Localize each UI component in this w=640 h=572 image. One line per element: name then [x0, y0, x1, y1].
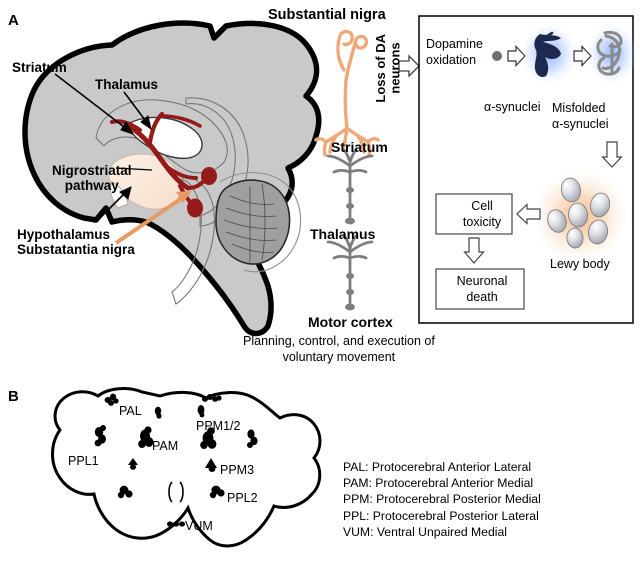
- label-cell-toxicity: Cell toxicity: [462, 199, 502, 230]
- leader-nigro: [115, 167, 153, 171]
- label-lewy-body: Lewy body: [550, 257, 610, 271]
- leader-thalamus-head: [140, 115, 152, 131]
- cluster-vum: [167, 521, 185, 527]
- molecular-panel-border: [418, 15, 634, 324]
- nigrostriatal-trunk: [125, 123, 191, 191]
- sagittal-brain-diagram: [22, 20, 322, 337]
- label-vum: VUM: [185, 519, 213, 533]
- esophageal-foramen-right: [179, 481, 184, 503]
- label-thalamus: Thalamus: [95, 77, 159, 92]
- label-dopamine-oxidation: Dopamine oxidation: [426, 37, 483, 68]
- arrow-synuclein-to-misfolded-icon: [573, 44, 592, 68]
- label-loss-of-da-neurons: Loss of DA neurons: [373, 34, 403, 103]
- label-striatum: Striatum: [12, 60, 67, 75]
- panel-a-letter: A: [8, 12, 19, 29]
- label-alpha-synuclei: α-synuclei: [484, 100, 541, 114]
- nigrostriatal-branch-fwd: [110, 119, 142, 132]
- cluster-pal-left: [104, 393, 119, 406]
- label-ppl1: PPL1: [68, 454, 99, 468]
- cluster-mid-left-small: [128, 458, 138, 470]
- ventricle-outline: [127, 116, 203, 160]
- dopaminergic-clusters: [94, 393, 258, 527]
- lewy-body-aggregate: [532, 170, 628, 262]
- cerebellum: [215, 172, 302, 273]
- motor-cortex-axon-boutons: [345, 273, 355, 311]
- hypothalamus-notch: [109, 181, 129, 209]
- nigrostriatal-pathway-drawing: [110, 111, 217, 218]
- nigrostriatal-branch-rear: [160, 114, 202, 128]
- label-ppl2: PPL2: [227, 491, 258, 505]
- legend-item-pam: PAM: Protocerebral Anterior Medial: [343, 476, 534, 491]
- label-ppm12: PPM1/2: [196, 419, 241, 433]
- cluster-ppm12: [200, 427, 217, 449]
- cerebellum-halo: [219, 172, 302, 273]
- cluster-pam: [138, 426, 154, 448]
- arrow-misfolded-to-lewy-icon: [601, 141, 623, 168]
- nigrostriatal-branch-lower: [164, 164, 198, 180]
- legend-item-ppm: PPM: Protocerebral Posterior Medial: [343, 492, 541, 507]
- thalamus-neuron-gray: [326, 148, 374, 224]
- legend-item-pal: PAL: Protocerebral Anterior Lateral: [343, 460, 532, 474]
- label-hypothalamus-substantia-nigra: Hypothalamus Substatantia nigra: [17, 227, 135, 258]
- label-pal: PAL: [119, 404, 142, 418]
- drosophila-brain-outline: [51, 387, 322, 548]
- arrow-toxicity-to-death-icon: [463, 237, 485, 264]
- dopamine-molecule-icon: [492, 51, 502, 61]
- cluster-ppm12-top: [202, 394, 222, 402]
- cluster-ppl2: [209, 485, 225, 499]
- da-neuron-orange: [314, 29, 380, 157]
- nigrostriatal-terminal-1: [201, 167, 217, 185]
- label-pam: PAM: [152, 439, 179, 453]
- panel-b-legend: PAL: Protocerebral Anterior Lateral PAM:…: [343, 459, 541, 540]
- leader-hypo: [95, 191, 127, 223]
- cell-toxicity-box: [435, 193, 513, 235]
- legend-item-ppl: PPL: Protocerebral Posterior Lateral: [343, 508, 539, 523]
- deep-structure-outline: [185, 97, 249, 227]
- arrow-dopamine-to-synuclein-icon: [507, 44, 526, 68]
- leader-thalamus: [123, 91, 149, 125]
- cluster-ppm3: [205, 458, 217, 472]
- arrow-lewy-to-toxicity-icon: [516, 203, 541, 225]
- brain-leader-lines: [54, 73, 153, 223]
- molecular-pathway-panel: [418, 15, 637, 324]
- misfolded-alpha-synuclein-molecule: [587, 24, 637, 84]
- leader-hypo-head: [119, 186, 132, 200]
- alpha-synuclein-molecule: [521, 24, 577, 84]
- label-thalamus-column: Thalamus: [310, 226, 376, 242]
- thalamus-axon-boutons: [345, 187, 355, 225]
- substantia-nigra-orange-arrow: [114, 191, 192, 245]
- middle-column-neurons: [314, 29, 420, 311]
- label-motor-cortex: Motor cortex: [308, 314, 393, 330]
- legend-item-vum: VUM: Ventral Unpaired Medial: [343, 524, 507, 539]
- label-nigrostriatal-pathway: Nigrostriatal pathway: [52, 163, 132, 194]
- label-striatum-column: Striatum: [331, 139, 388, 155]
- cluster-right-lateral: [247, 429, 258, 448]
- motor-cortex-neuron-gray: [326, 234, 374, 310]
- cluster-ppl1: [94, 425, 106, 447]
- cluster-ppm12-inner: [197, 405, 205, 418]
- panel-b-letter: B: [8, 388, 19, 405]
- label-substantial-nigra: Substantial nigra: [268, 7, 386, 23]
- nigrostriatal-terminal-2: [187, 198, 203, 218]
- cluster-lower-left: [117, 485, 133, 499]
- leader-striatum-head: [120, 121, 135, 135]
- label-ppm3: PPM3: [220, 463, 255, 477]
- loss-of-da-arrow-icon: [398, 54, 420, 78]
- neuronal-death-box: [435, 268, 525, 310]
- label-neuronal-death: Neuronal death: [456, 274, 508, 305]
- cerebellum-body: [215, 179, 291, 265]
- cluster-pal-inner: [154, 406, 162, 419]
- label-misfolded-alpha-synuclei: Misfolded α-synuclei: [552, 101, 609, 132]
- leader-striatum: [54, 73, 129, 131]
- label-motor-cortex-caption: Planning, control, and execution of volu…: [243, 334, 435, 364]
- esophageal-foramen: [168, 481, 173, 503]
- brainstem-outline: [171, 175, 215, 305]
- drosophila-brain-diagram: [51, 387, 322, 548]
